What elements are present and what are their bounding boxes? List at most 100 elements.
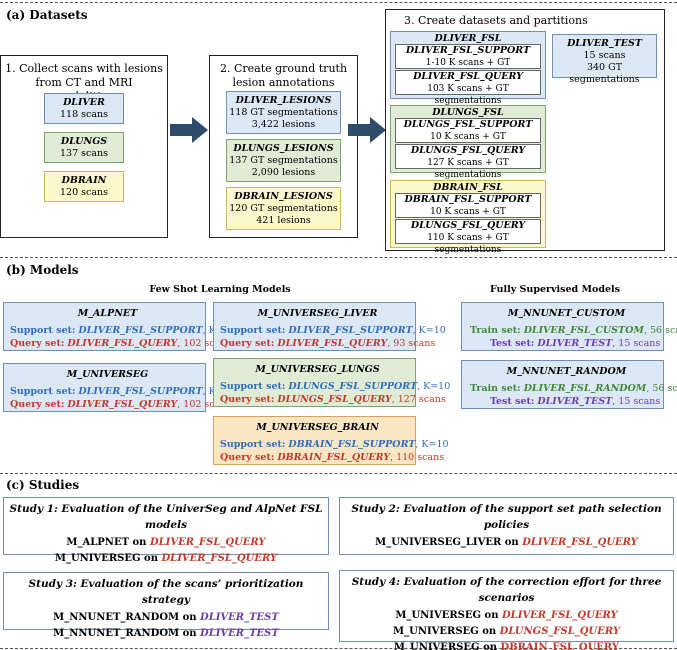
dliver-lesions-name: DLIVER_LESIONS <box>235 95 332 106</box>
model-nnunet-custom: M_NNUNET_CUSTOM Train set: DLIVER_FSL_CU… <box>461 302 677 351</box>
dliver-lesions-count: 3,422 lesions <box>251 119 316 130</box>
dlungs-fsl-query-desc: 127 K scans + GT segmentations <box>427 158 509 180</box>
dliver-test-scans: 15 scans <box>583 50 626 61</box>
model-universeg-lungs: M_UNIVERSEG_LUNGS Support set: DLUNGS_FS… <box>213 358 451 407</box>
study4-box: Study 4: Evaluation of the correction ef… <box>339 570 674 650</box>
study1-line-1: M_ALPNET on DLIVER_FSL_QUERY <box>66 537 266 548</box>
step2-title: 2. Create ground truth lesion annotation… <box>219 62 348 89</box>
dlungs-name: DLUNGS <box>60 136 108 147</box>
model-universeg-lungs-support: Support set: DLUNGS_FSL_SUPPORT, K=10 <box>220 381 451 392</box>
step3-title: 3. Create datasets and partitions <box>404 14 588 27</box>
dlungs-fsl-name: DLUNGS_FSL <box>432 107 504 118</box>
dlungs-lesions-name: DLUNGS_LESIONS <box>233 143 334 154</box>
dlungs-fsl-query-name: DLUNGS_FSL_QUERY <box>410 145 526 156</box>
separator-top <box>0 2 677 3</box>
separator-models <box>0 257 677 258</box>
study2-box: Study 2: Evaluation of the support set p… <box>339 497 674 555</box>
dliver-test-name: DLIVER_TEST <box>567 38 642 49</box>
dlungs-lesions-count: 2,090 lesions <box>251 167 316 178</box>
dliver-lesions-box: DLIVER_LESIONS 118 GT segmentations 3,42… <box>226 91 341 134</box>
dbrain-fsl-support-box: DBRAIN_FSL_SUPPORT 10 K scans + GT segme… <box>395 193 541 229</box>
dlungs-box: DLUNGS 137 scans <box>44 132 124 163</box>
dliver-count: 118 scans <box>59 109 108 120</box>
model-universeg-support: Support set: DLIVER_FSL_SUPPORT, K=1 <box>10 386 230 397</box>
model-nnunet-random: M_NNUNET_RANDOM Train set: DLIVER_FSL_RA… <box>461 360 677 409</box>
model-universeg-liver: M_UNIVERSEG_LIVER Support set: DLIVER_FS… <box>213 302 446 351</box>
fs-models-header: Fully Supervised Models <box>490 284 620 295</box>
study2-title: Study 2: Evaluation of the support set p… <box>351 503 662 531</box>
arrow-step1-to-step2 <box>170 117 208 143</box>
dbrain-fsl-query-desc: 110 K scans + GT segmentations <box>427 233 509 255</box>
dliver-fsl-support-box: DLIVER_FSL_SUPPORT 1-10 K scans + GT seg… <box>395 44 541 80</box>
dlungs-count: 137 scans <box>59 148 108 159</box>
dliver-test-seg: 340 GT segmentations <box>569 62 640 85</box>
dbrain-lesions-count: 421 lesions <box>256 215 311 226</box>
study4-line-1: M_UNIVERSEG on DLIVER_FSL_QUERY <box>395 610 618 621</box>
study2-line-1: M_UNIVERSEG_LIVER on DLIVER_FSL_QUERY <box>375 537 638 548</box>
model-nnunet-custom-name: M_NNUNET_CUSTOM <box>507 308 626 319</box>
study1-title: Study 1: Evaluation of the UniverSeg and… <box>9 503 323 531</box>
model-alpnet: M_ALPNET Support set: DLIVER_FSL_SUPPORT… <box>3 302 232 351</box>
model-alpnet-support: Support set: DLIVER_FSL_SUPPORT, K=1 <box>10 325 230 336</box>
dbrain-fsl-query-box: DLUNGS_FSL_QUERY 110 K scans + GT segmen… <box>395 219 541 255</box>
dbrain-lesions-box: DBRAIN_LESIONS 120 GT segmentations 421 … <box>226 187 341 230</box>
dliver-name: DLIVER <box>63 97 105 108</box>
study3-line-1: M_NNUNET_RANDOM on DLIVER_TEST <box>53 612 279 623</box>
study1-box: Study 1: Evaluation of the UniverSeg and… <box>3 497 329 564</box>
dbrain-box: DBRAIN 120 scans <box>44 171 124 202</box>
fsl-models-header: Few Shot Learning Models <box>149 284 291 295</box>
dliver-test-box: DLIVER_TEST 15 scans 340 GT segmentation… <box>552 34 657 85</box>
study4-line-2: M_UNIVERSEG on DLUNGS_FSL_QUERY <box>393 626 620 637</box>
model-universeg-query: Query set: DLIVER_FSL_QUERY, 102 scans <box>10 399 232 410</box>
model-universeg-name: M_UNIVERSEG <box>66 369 149 380</box>
model-alpnet-name: M_ALPNET <box>77 308 138 319</box>
separator-studies <box>0 473 677 474</box>
model-nnunet-random-test: Test set: DLIVER_TEST, 15 scans <box>490 396 661 407</box>
dbrain-fsl-name: DBRAIN_FSL <box>433 182 503 193</box>
dbrain-fsl-query-name: DLUNGS_FSL_QUERY <box>410 220 526 231</box>
model-universeg-liver-support: Support set: DLIVER_FSL_SUPPORT, K=10 <box>220 325 446 336</box>
model-universeg-brain-support: Support set: DBRAIN_FSL_SUPPORT, K=10 <box>220 439 449 450</box>
section-models-title: (b) Models <box>6 263 79 277</box>
study3-line-2: M_NNUNET_RANDOM on DLIVER_TEST <box>53 628 279 639</box>
model-nnunet-custom-test: Test set: DLIVER_TEST, 15 scans <box>490 338 661 349</box>
dliver-fsl-name: DLIVER_FSL <box>434 33 502 44</box>
model-universeg-brain-name: M_UNIVERSEG_BRAIN <box>256 422 379 433</box>
model-universeg: M_UNIVERSEG Support set: DLIVER_FSL_SUPP… <box>3 363 232 412</box>
dlungs-fsl-support-name: DLUNGS_FSL_SUPPORT <box>403 119 533 130</box>
dliver-fsl-support-name: DLIVER_FSL_SUPPORT <box>405 45 531 56</box>
study3-box: Study 3: Evaluation of the scans’ priori… <box>3 572 329 639</box>
dlungs-lesions-seg: 137 GT segmentations <box>229 155 338 166</box>
arrow-step2-to-step3 <box>348 117 386 143</box>
dliver-fsl-query-desc: 103 K scans + GT segmentations <box>427 84 509 106</box>
study4-line-3: M_UNIVERSEG on DBRAIN_FSL_QUERY <box>393 642 620 650</box>
separator-bottom <box>0 648 677 649</box>
model-alpnet-query: Query set: DLIVER_FSL_QUERY, 102 scans <box>10 338 232 349</box>
study3-title: Study 3: Evaluation of the scans’ priori… <box>28 578 304 606</box>
model-nnunet-random-train: Train set: DLIVER_FSL_RANDOM, 56 scans <box>470 383 677 394</box>
dlungs-lesions-box: DLUNGS_LESIONS 137 GT segmentations 2,09… <box>226 139 341 182</box>
model-universeg-lungs-query: Query set: DLUNGS_FSL_QUERY, 127 scans <box>220 394 446 405</box>
section-studies-title: (c) Studies <box>6 478 80 492</box>
dliver-fsl-query-name: DLIVER_FSL_QUERY <box>413 71 523 82</box>
model-universeg-liver-name: M_UNIVERSEG_LIVER <box>257 308 378 319</box>
study4-title: Study 4: Evaluation of the correction ef… <box>351 576 662 604</box>
dbrain-lesions-seg: 120 GT segmentations <box>229 203 338 214</box>
dbrain-name: DBRAIN <box>61 175 107 186</box>
dbrain-lesions-name: DBRAIN_LESIONS <box>234 191 333 202</box>
section-datasets-title: (a) Datasets <box>6 8 88 22</box>
model-universeg-brain: M_UNIVERSEG_BRAIN Support set: DBRAIN_FS… <box>213 416 449 465</box>
dlungs-fsl-query-box: DLUNGS_FSL_QUERY 127 K scans + GT segmen… <box>395 144 541 180</box>
model-universeg-lungs-name: M_UNIVERSEG_LUNGS <box>255 364 380 375</box>
model-nnunet-custom-train: Train set: DLIVER_FSL_CUSTOM, 56 scans <box>470 325 677 336</box>
model-nnunet-random-name: M_NNUNET_RANDOM <box>506 366 627 377</box>
dbrain-count: 120 scans <box>59 187 108 198</box>
model-universeg-brain-query: Query set: DBRAIN_FSL_QUERY, 110 scans <box>220 452 445 463</box>
study1-line-2: M_UNIVERSEG on DLIVER_FSL_QUERY <box>54 553 278 564</box>
dliver-box: DLIVER 118 scans <box>44 93 124 124</box>
dbrain-fsl-support-name: DBRAIN_FSL_SUPPORT <box>404 194 532 205</box>
model-universeg-liver-query: Query set: DLIVER_FSL_QUERY, 93 scans <box>220 338 436 349</box>
dliver-fsl-query-box: DLIVER_FSL_QUERY 103 K scans + GT segmen… <box>395 70 541 106</box>
dlungs-fsl-support-box: DLUNGS_FSL_SUPPORT 10 K scans + GT segme… <box>395 118 541 154</box>
dliver-lesions-seg: 118 GT segmentations <box>229 107 338 118</box>
